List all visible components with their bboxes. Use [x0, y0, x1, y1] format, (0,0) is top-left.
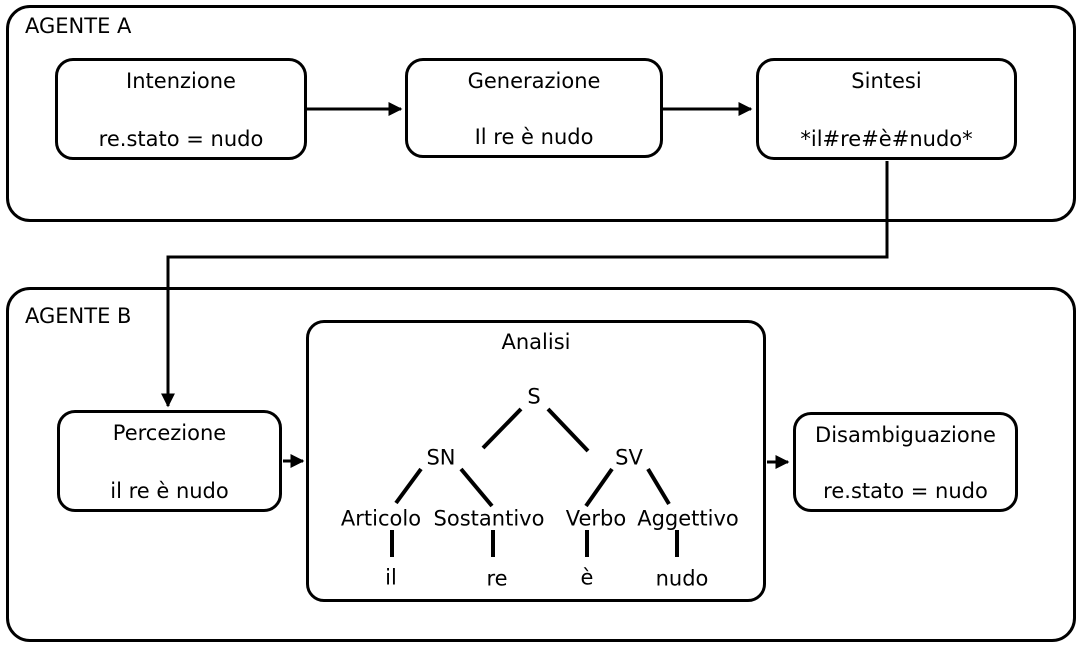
disambiguazione-box: Disambiguazione re.stato = nudo — [793, 412, 1018, 512]
agent-b-label: AGENTE B — [25, 304, 132, 328]
intenzione-box: Intenzione re.stato = nudo — [55, 58, 307, 160]
sintesi-box: Sintesi *il#re#è#nudo* — [756, 58, 1017, 160]
percezione-value: il re è nudo — [110, 479, 229, 503]
tree-node-s: S — [527, 384, 541, 409]
disambiguazione-value: re.stato = nudo — [823, 479, 988, 503]
intenzione-title: Intenzione — [126, 69, 236, 93]
intenzione-value: re.stato = nudo — [98, 127, 264, 151]
sintesi-value: *il#re#è#nudo* — [800, 127, 973, 151]
generazione-value: Il re è nudo — [474, 125, 594, 149]
agent-a-label: AGENTE A — [25, 14, 132, 38]
tree-node-verbo: Verbo — [565, 506, 627, 531]
percezione-box: Percezione il re è nudo — [57, 410, 282, 512]
percezione-title: Percezione — [112, 421, 227, 445]
tree-word-e: è — [580, 565, 594, 590]
analisi-title: Analisi — [501, 330, 571, 354]
generazione-box: Generazione Il re è nudo — [405, 58, 663, 158]
tree-node-articolo: Articolo — [340, 506, 422, 531]
generazione-title: Generazione — [467, 69, 601, 93]
tree-word-il: il — [385, 565, 397, 590]
analisi-box: Analisi — [306, 320, 766, 602]
sintesi-title: Sintesi — [851, 69, 922, 93]
tree-node-sostantivo: Sostantivo — [433, 506, 545, 531]
disambiguazione-title: Disambiguazione — [815, 423, 996, 447]
tree-word-re: re — [486, 566, 508, 591]
tree-node-sv: SV — [615, 445, 643, 470]
tree-node-aggettivo: Aggettivo — [637, 506, 739, 531]
tree-node-sn: SN — [426, 445, 456, 470]
tree-word-nudo: nudo — [655, 566, 709, 591]
